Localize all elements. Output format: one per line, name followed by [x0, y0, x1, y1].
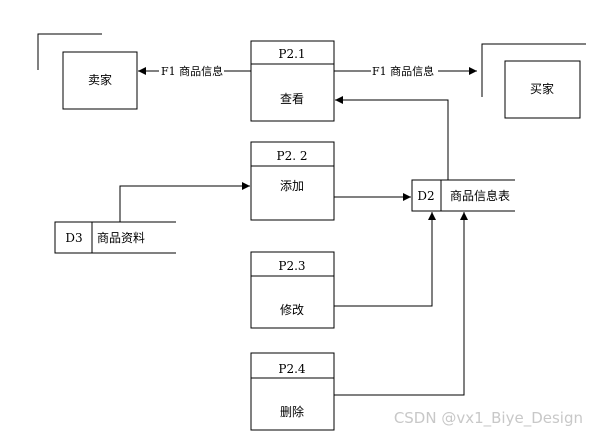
process-p22-id: P2. 2: [277, 149, 308, 163]
process-p24: P2.4 删除: [250, 352, 335, 431]
store-d2: D2 商品信息表: [411, 179, 515, 212]
process-p23: P2.3 修改: [250, 251, 335, 329]
process-p23-id: P2.3: [278, 259, 305, 273]
process-p22-name: 添加: [280, 179, 304, 193]
flow-p24-to-d2: [334, 212, 468, 396]
entity-seller-label: 卖家: [88, 72, 112, 87]
watermark: CSDN @vx1_Biye_Design: [394, 409, 583, 428]
store-d3-name: 商品资料: [97, 230, 145, 245]
flow-d2-to-p21: [335, 96, 449, 180]
process-p21-name: 查看: [280, 92, 304, 106]
process-p24-id: P2.4: [278, 362, 306, 376]
flow-to-seller: F1 商品信息: [138, 64, 251, 78]
process-p23-name: 修改: [280, 302, 304, 317]
process-p21: P2.1 查看: [250, 40, 335, 122]
flow-to-buyer-label: F1 商品信息: [372, 64, 434, 78]
entity-seller: 卖家: [37, 33, 138, 110]
store-d2-name: 商品信息表: [450, 188, 510, 203]
process-p22: P2. 2 添加: [250, 141, 335, 221]
flow-p23-to-d2: [334, 212, 436, 307]
flow-d3-to-p22: [119, 182, 250, 222]
process-p24-name: 删除: [280, 404, 304, 419]
store-d3: D3 商品资料: [54, 221, 176, 254]
flow-to-buyer: F1 商品信息: [334, 64, 477, 78]
flow-to-seller-label: F1 商品信息: [161, 64, 223, 78]
process-p21-id: P2.1: [278, 47, 305, 61]
store-d2-id: D2: [417, 189, 434, 203]
entity-buyer-label: 买家: [530, 81, 554, 96]
entity-buyer: 买家: [481, 43, 586, 119]
store-d3-id: D3: [65, 231, 82, 245]
